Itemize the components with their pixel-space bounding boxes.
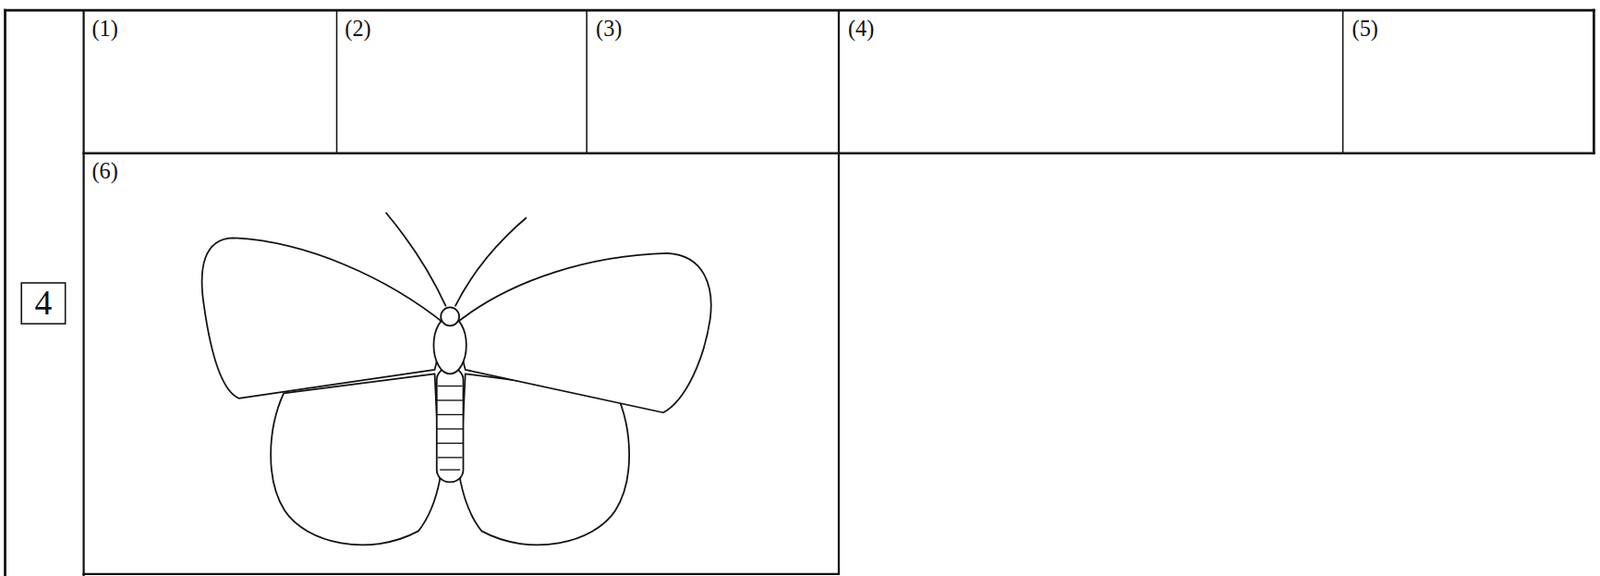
abdomen xyxy=(436,367,464,483)
antenna xyxy=(455,217,527,306)
cell-line xyxy=(837,10,840,574)
answer-number: (4) xyxy=(848,17,874,40)
answer-number: (3) xyxy=(595,17,622,40)
abdomen-stripes xyxy=(436,386,464,471)
head xyxy=(440,306,460,326)
frame-line xyxy=(1592,10,1596,154)
fore-wing xyxy=(202,237,447,398)
answer-number: (1) xyxy=(91,17,118,40)
frame-line xyxy=(3,10,7,576)
answer-number: (5) xyxy=(1352,17,1379,40)
question-number: 4 xyxy=(21,282,65,324)
cell-line xyxy=(1342,10,1345,154)
hind-wing xyxy=(270,373,440,545)
frame-line xyxy=(82,10,85,576)
cell-line xyxy=(84,572,839,575)
answer-number: (2) xyxy=(344,17,371,40)
number-frame xyxy=(21,282,65,324)
antenna xyxy=(386,212,447,307)
frame-line xyxy=(5,9,1595,13)
cell-line xyxy=(585,10,588,154)
fore-wing xyxy=(454,253,712,413)
cell-line xyxy=(336,10,339,154)
butterfly-figure xyxy=(202,212,712,546)
answer-number: (6) xyxy=(91,159,118,182)
